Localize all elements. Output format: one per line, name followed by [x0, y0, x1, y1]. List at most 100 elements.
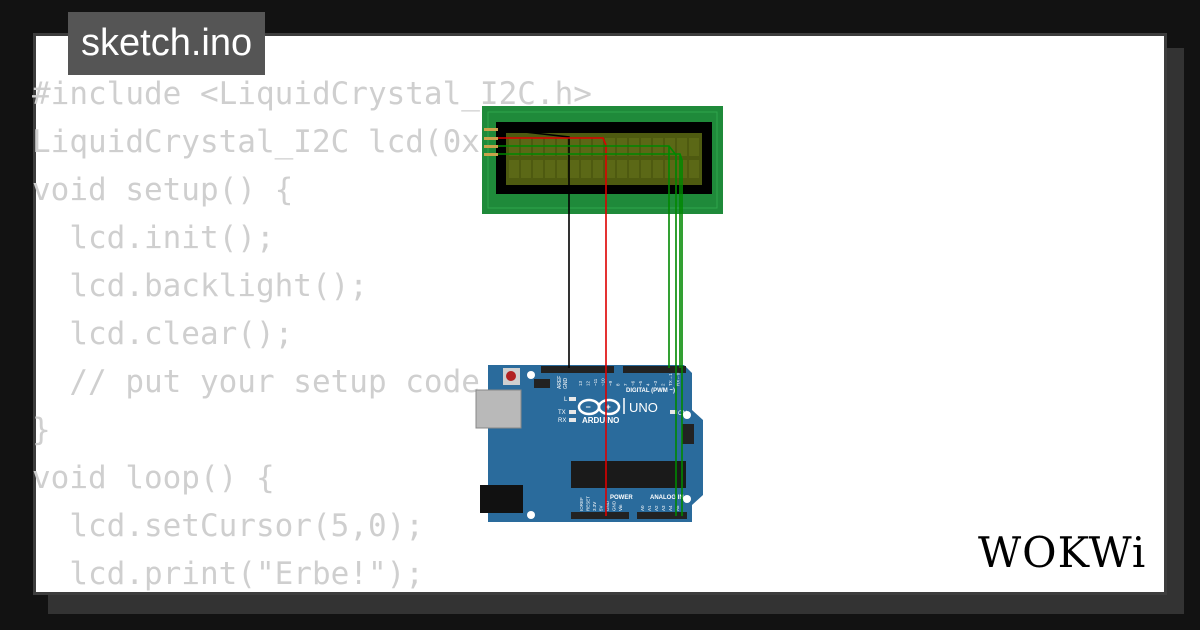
code-line: lcd.init(); — [32, 220, 275, 256]
wokwi-logo[interactable]: WOKWi — [978, 528, 1147, 577]
lcd-char-cell — [689, 160, 699, 178]
usb-connector — [475, 389, 522, 429]
led-l-label: L — [564, 397, 568, 403]
analog-pin-label: A3 — [661, 505, 666, 511]
lcd-char-cell — [545, 138, 555, 156]
led-rx-label: RX — [558, 418, 566, 424]
code-line: lcd.backlight(); — [32, 268, 368, 304]
mount-hole — [527, 371, 535, 379]
svg-text:−: − — [586, 402, 591, 412]
wires — [497, 128, 683, 516]
lcd-char-cell — [617, 138, 627, 156]
lcd-char-cell — [593, 160, 603, 178]
power-analog-header — [571, 512, 687, 519]
lcd-char-cell — [641, 138, 651, 156]
code-line: lcd.clear(); — [32, 316, 294, 352]
code-line: void loop() { — [32, 460, 275, 496]
aref-label: AREF — [557, 376, 563, 389]
power-jack — [480, 485, 523, 513]
digital-pin-label: ~9 — [608, 380, 613, 386]
digital-pin-label: 8 — [616, 383, 621, 386]
code-line: } — [32, 412, 51, 448]
lcd-char-cell — [557, 138, 567, 156]
atmega-chip — [571, 461, 686, 488]
uno-wordmark: UNO — [629, 400, 658, 415]
analog-header-label: ANALOG IN — [650, 495, 684, 501]
digital-pin-label: ~3 — [653, 380, 658, 386]
svg-text:+: + — [606, 402, 611, 412]
lcd-char-cell — [605, 138, 615, 156]
digital-header — [541, 366, 686, 373]
status-leds — [569, 397, 677, 422]
lcd-char-cell — [521, 138, 531, 156]
code-line: void setup() { — [32, 172, 294, 208]
code-line: lcd.print("Erbe!"); — [32, 556, 424, 592]
code-line: lcd.setCursor(5,0); — [32, 508, 424, 544]
lcd-char-cell — [509, 160, 519, 178]
power-pin-label: IOREF — [579, 497, 584, 511]
digital-pin-label: RX←0 — [676, 372, 681, 386]
lcd-char-cell — [629, 160, 639, 178]
digital-header-label: DIGITAL (PWM ~) — [626, 388, 675, 394]
lcd-display[interactable] — [482, 106, 723, 214]
wire-vcc — [498, 137, 607, 516]
mount-hole — [683, 411, 691, 419]
digital-pin-label: 13 — [578, 380, 583, 386]
code-line: // put your setup code here — [32, 364, 574, 400]
lcd-char-cell — [617, 160, 627, 178]
lcd-char-cell — [521, 160, 531, 178]
lcd-character-cells — [509, 138, 699, 178]
lcd-char-cell — [677, 138, 687, 156]
lcd-char-cell — [569, 160, 579, 178]
lcd-char-cell — [593, 138, 603, 156]
lcd-char-cell — [545, 160, 555, 178]
lcd-char-cell — [533, 160, 543, 178]
digital-pin-label: 12 — [586, 380, 591, 386]
power-header-label: POWER — [610, 495, 633, 501]
analog-pin-label: A4 — [668, 505, 673, 511]
led-tx-label: TX — [558, 410, 566, 416]
lcd-char-cell — [509, 138, 519, 156]
lcd-char-cell — [533, 138, 543, 156]
gnd-label: GND — [563, 378, 569, 390]
power-pin-label: Vin — [618, 504, 623, 511]
analog-pin-label: A2 — [654, 505, 659, 511]
digital-pin-label: ~6 — [631, 380, 636, 386]
analog-pin-label: A1 — [647, 505, 652, 511]
lcd-char-cell — [641, 160, 651, 178]
icsp-header — [534, 379, 694, 444]
power-pin-label: GND — [612, 500, 617, 511]
mount-hole — [683, 495, 691, 503]
mount-hole — [527, 511, 535, 519]
digital-pin-label: 2 — [661, 383, 666, 386]
digital-pin-label: 7 — [623, 383, 628, 386]
lcd-char-cell — [629, 138, 639, 156]
power-pin-label: 3.3V — [592, 502, 597, 511]
lcd-pcb-outline — [487, 111, 718, 209]
wire-gnd — [497, 128, 570, 368]
digital-pin-label: TX→1 — [668, 373, 673, 386]
digital-pin-label: 4 — [646, 383, 651, 386]
wire-sda — [498, 145, 677, 516]
lcd-char-cell — [689, 138, 699, 156]
power-pin-label: RESET — [586, 496, 591, 511]
digital-pin-label: ~10 — [601, 378, 606, 386]
digital-pin-label: ~5 — [638, 380, 643, 386]
power-pin-label: GND — [605, 500, 610, 511]
analog-pin-label: A5 — [675, 505, 680, 511]
lcd-char-cell — [665, 160, 675, 178]
lcd-char-cell — [653, 160, 663, 178]
reset-button-cap[interactable] — [506, 371, 516, 381]
lcd-char-cell — [557, 160, 567, 178]
arduino-wordmark: ARDUINO — [582, 416, 619, 425]
arduino-infinity-icon: − + — [577, 398, 621, 416]
file-name-tab[interactable]: sketch.ino — [68, 12, 266, 75]
lcd-char-cell — [569, 138, 579, 156]
analog-pin-label: A0 — [640, 505, 645, 511]
lcd-char-cell — [581, 160, 591, 178]
lcd-char-cell — [581, 138, 591, 156]
lcd-char-cell — [605, 160, 615, 178]
